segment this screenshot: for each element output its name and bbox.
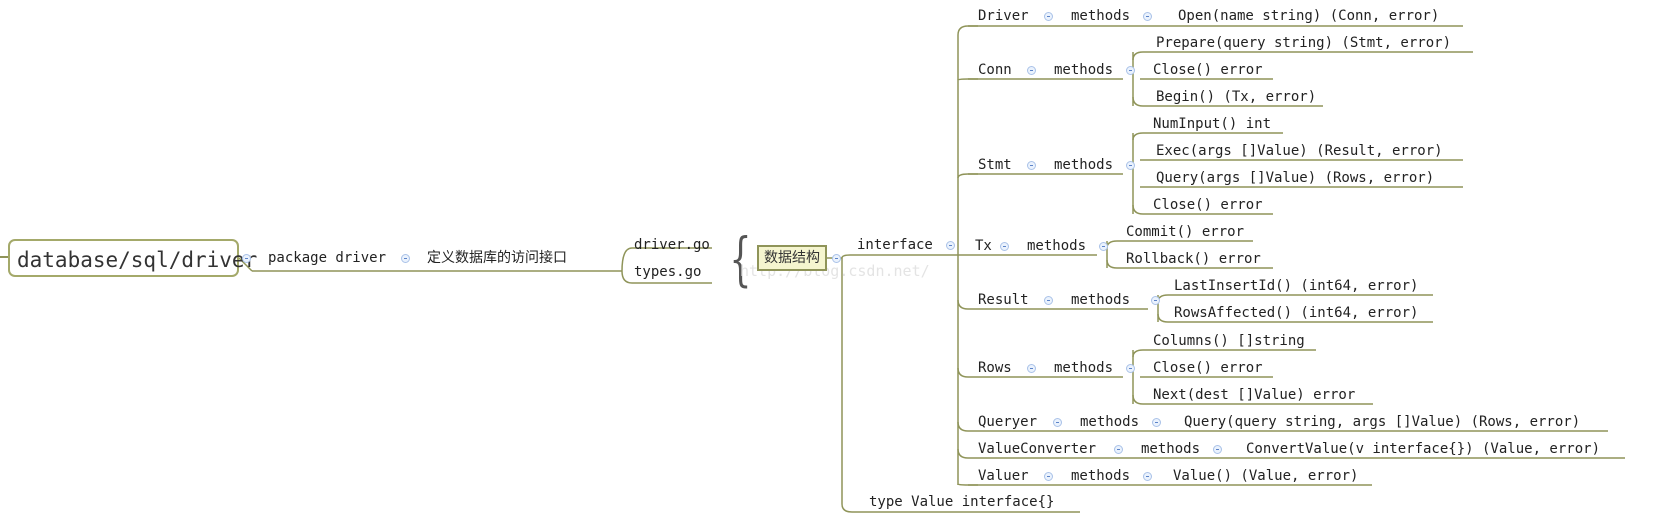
collapse-toggle-icon[interactable] <box>1027 364 1036 373</box>
data-structures-node[interactable]: 数据结构 <box>757 245 827 271</box>
collapse-toggle-icon[interactable] <box>1126 364 1135 373</box>
collapse-toggle-icon[interactable] <box>242 254 251 263</box>
collapse-toggle-icon[interactable] <box>1151 296 1160 305</box>
file-node-types-go[interactable]: types.go <box>634 264 702 280</box>
interface-queryer[interactable]: Queryer <box>978 414 1038 430</box>
methods-label[interactable]: methods <box>1027 238 1087 254</box>
type-value-node[interactable]: type Value interface{} <box>869 494 1055 510</box>
interface-node[interactable]: interface <box>857 237 933 253</box>
methods-label[interactable]: methods <box>1071 292 1131 308</box>
collapse-toggle-icon[interactable] <box>1143 472 1152 481</box>
package-description[interactable]: 定义数据库的访问接口 <box>427 250 567 266</box>
method-item[interactable]: Close() error <box>1153 197 1263 213</box>
method-item[interactable]: Query(query string, args []Value) (Rows,… <box>1184 414 1581 430</box>
collapse-toggle-icon[interactable] <box>1053 418 1062 427</box>
method-item[interactable]: Commit() error <box>1126 224 1245 240</box>
method-item[interactable]: Columns() []string <box>1153 333 1305 349</box>
methods-label[interactable]: methods <box>1071 8 1131 24</box>
collapse-toggle-icon[interactable] <box>1213 445 1222 454</box>
interface-stmt[interactable]: Stmt <box>978 157 1012 173</box>
methods-label[interactable]: methods <box>1054 360 1114 376</box>
method-item[interactable]: Open(name string) (Conn, error) <box>1178 8 1440 24</box>
method-item[interactable]: Close() error <box>1153 62 1263 78</box>
methods-label[interactable]: methods <box>1054 157 1114 173</box>
collapse-toggle-icon[interactable] <box>1044 296 1053 305</box>
method-item[interactable]: NumInput() int <box>1153 116 1272 132</box>
method-item[interactable]: Begin() (Tx, error) <box>1156 89 1317 105</box>
root-edge-marker <box>0 256 8 258</box>
collapse-toggle-icon[interactable] <box>1114 445 1123 454</box>
collapse-toggle-icon[interactable] <box>1044 472 1053 481</box>
brace-icon: { <box>729 225 752 293</box>
method-item[interactable]: Next(dest []Value) error <box>1153 387 1356 403</box>
methods-label[interactable]: methods <box>1141 441 1201 457</box>
collapse-toggle-icon[interactable] <box>1126 161 1135 170</box>
method-item[interactable]: Value() (Value, error) <box>1173 468 1359 484</box>
method-item[interactable]: Query(args []Value) (Rows, error) <box>1156 170 1435 186</box>
file-node-driver-go[interactable]: driver.go <box>634 237 710 253</box>
collapse-toggle-icon[interactable] <box>946 241 955 250</box>
collapse-toggle-icon[interactable] <box>1000 242 1009 251</box>
interface-driver[interactable]: Driver <box>978 8 1029 24</box>
root-node[interactable]: database/sql/driver <box>8 239 257 277</box>
methods-label[interactable]: methods <box>1054 62 1114 78</box>
collapse-toggle-icon[interactable] <box>1126 66 1135 75</box>
collapse-toggle-icon[interactable] <box>1099 242 1108 251</box>
interface-rows[interactable]: Rows <box>978 360 1012 376</box>
package-node[interactable]: package driver <box>268 250 387 266</box>
collapse-toggle-icon[interactable] <box>1027 161 1036 170</box>
interface-result[interactable]: Result <box>978 292 1029 308</box>
collapse-toggle-icon[interactable] <box>832 254 841 263</box>
collapse-toggle-icon[interactable] <box>1044 12 1053 21</box>
method-item[interactable]: Rollback() error <box>1126 251 1261 267</box>
collapse-toggle-icon[interactable] <box>1027 66 1036 75</box>
method-item[interactable]: RowsAffected() (int64, error) <box>1174 305 1419 321</box>
interface-valueconverter[interactable]: ValueConverter <box>978 441 1097 457</box>
method-item[interactable]: ConvertValue(v interface{}) (Value, erro… <box>1246 441 1601 457</box>
collapse-toggle-icon[interactable] <box>1143 12 1152 21</box>
method-item[interactable]: Exec(args []Value) (Result, error) <box>1156 143 1443 159</box>
collapse-toggle-icon[interactable] <box>1152 418 1161 427</box>
interface-tx[interactable]: Tx <box>975 238 992 254</box>
methods-label[interactable]: methods <box>1080 414 1140 430</box>
methods-label[interactable]: methods <box>1071 468 1131 484</box>
method-item[interactable]: Prepare(query string) (Stmt, error) <box>1156 35 1452 51</box>
interface-valuer[interactable]: Valuer <box>978 468 1029 484</box>
method-item[interactable]: LastInsertId() (int64, error) <box>1174 278 1419 294</box>
method-item[interactable]: Close() error <box>1153 360 1263 376</box>
interface-conn[interactable]: Conn <box>978 62 1012 78</box>
collapse-toggle-icon[interactable] <box>401 254 410 263</box>
